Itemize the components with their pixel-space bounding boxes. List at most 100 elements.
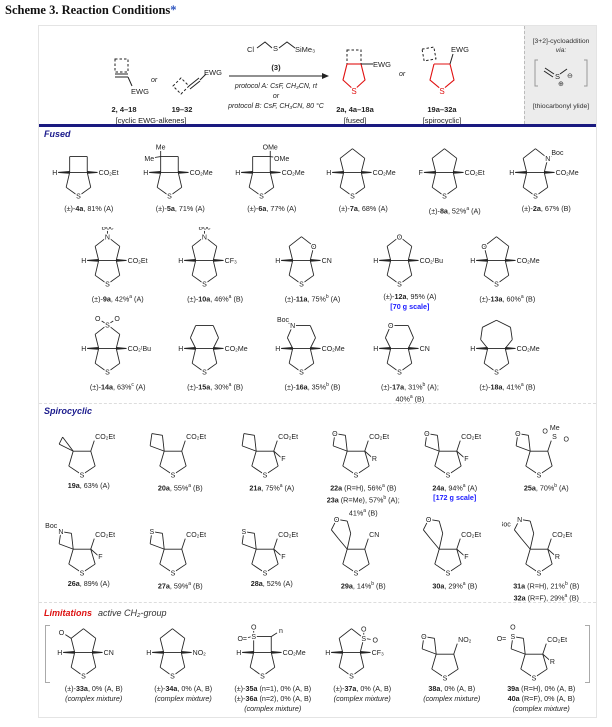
- compound-caption: 38a, 0% (A, B)(complex mixture): [423, 684, 480, 704]
- sulfur-atom: S: [202, 282, 207, 289]
- ring-heteroatom: O: [426, 517, 432, 524]
- bond: [363, 637, 371, 640]
- bond: [422, 529, 431, 539]
- bond: [264, 465, 279, 476]
- substituent-label: Boc: [45, 523, 58, 530]
- caption-text: (B): [384, 483, 397, 493]
- caption-text: a: [381, 483, 385, 489]
- bond: [522, 172, 528, 188]
- caption-text: , 52% (A): [262, 579, 293, 588]
- bond: [58, 436, 63, 445]
- bond: [516, 445, 531, 452]
- bond: [364, 440, 369, 452]
- bond: [310, 325, 317, 339]
- bond: [160, 628, 173, 639]
- bond: [94, 348, 99, 364]
- bond: [150, 543, 165, 550]
- bond: [243, 433, 255, 436]
- p2-group: [spirocyclic]: [423, 116, 462, 124]
- bond: [270, 652, 275, 668]
- left-substituent: F: [418, 170, 422, 177]
- bond: [115, 246, 120, 261]
- footnote-mark[interactable]: *: [170, 3, 177, 17]
- bond: [364, 451, 370, 467]
- bond: [261, 666, 275, 677]
- left-substituent: H: [276, 346, 281, 353]
- caption-text: a: [466, 206, 470, 212]
- bond: [511, 648, 526, 655]
- bond: [149, 433, 153, 446]
- caption-line: (complex mixture): [333, 694, 391, 704]
- wedge-bond: [280, 347, 294, 350]
- bond: [339, 628, 352, 639]
- caption-line: 23a (R=Me), 57%b (A);: [327, 493, 400, 505]
- compound-caption: (±)-12a, 95% (A)[70 g scale]: [383, 292, 436, 312]
- bond: [273, 451, 279, 467]
- caption-line: (±)-17a, 31%b (A);: [381, 380, 439, 392]
- bond: [212, 246, 218, 261]
- section-divider: [39, 403, 596, 404]
- bond: [547, 538, 552, 550]
- substituent-label: O=: [237, 636, 247, 643]
- caption-text: , 95% (A): [406, 292, 437, 301]
- bond: [159, 638, 165, 653]
- bond: [429, 538, 440, 550]
- left-substituent: H: [509, 170, 514, 177]
- right-substituent: CO₂Me: [322, 346, 345, 353]
- substituent-label: O: [59, 630, 65, 637]
- upper-substituent: CO₂Et: [547, 637, 567, 644]
- caption-text: a: [564, 593, 568, 600]
- caption-text: , 70%: [535, 483, 555, 493]
- bond: [496, 236, 510, 247]
- caption-text: , 0% (A, B): [177, 684, 213, 693]
- caption-text: (±)-: [234, 684, 246, 693]
- bond: [212, 348, 218, 364]
- bond: [150, 445, 165, 452]
- cl-label: Cl: [247, 45, 254, 54]
- wedge-bond: [115, 259, 127, 262]
- caption-text: 16a: [295, 382, 308, 392]
- bond: [301, 236, 315, 247]
- caption-text: [70 g scale]: [390, 302, 430, 311]
- compound-caption: 21a, 75%a (A): [249, 481, 294, 493]
- bond: [423, 636, 435, 639]
- sulfur-atom: S: [262, 472, 267, 479]
- sulfur-atom: S: [397, 370, 402, 377]
- bond: [505, 260, 510, 276]
- ylide-s: S: [555, 72, 560, 81]
- caption-text: (±)-: [64, 204, 76, 213]
- sulfur-atom: S: [170, 674, 175, 681]
- wedge-bond: [62, 651, 75, 654]
- substituent-label: O: [543, 429, 549, 436]
- caption-text: (±)-: [64, 684, 76, 693]
- bond: [431, 668, 445, 679]
- side-substituent: F: [281, 456, 285, 463]
- bond: [431, 186, 445, 197]
- ring-heteroatom: O: [388, 323, 394, 330]
- bond: [431, 158, 436, 173]
- right-substituent: CN: [103, 650, 113, 657]
- reaction-header: EWG 2, 4–18 or EWG 19–32 [cyclic EWG-alk…: [39, 26, 596, 124]
- bond: [248, 172, 253, 188]
- wedge-bond: [360, 651, 372, 654]
- caption-text: (±)-: [479, 294, 491, 304]
- compound-caption: (±)-18a, 41%a (B): [479, 380, 535, 392]
- substituent-label: Me: [156, 145, 166, 152]
